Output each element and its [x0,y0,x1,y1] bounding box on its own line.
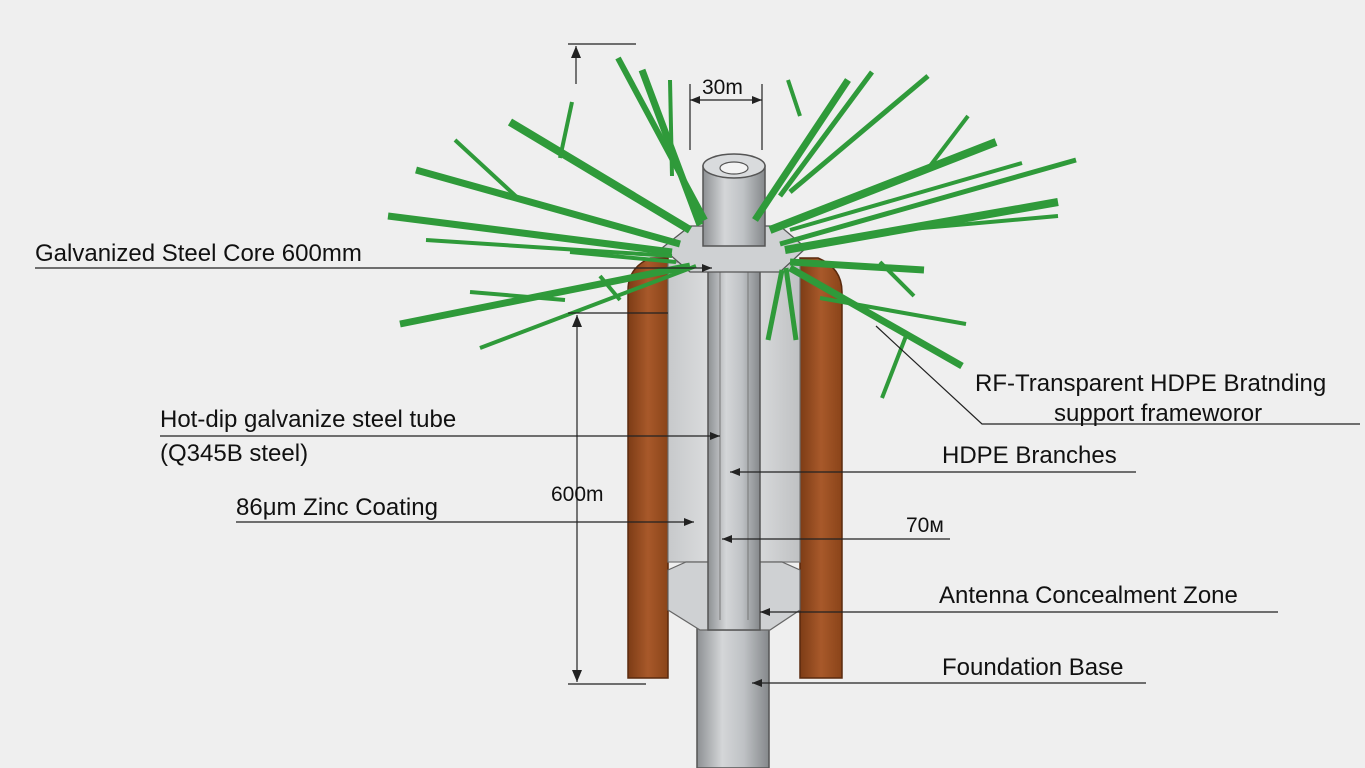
label-steel-grade: (Q345B steel) [160,440,309,467]
label-support-framework: support frameworor [1054,400,1263,427]
leader-lines [35,267,1360,684]
label-foundation-base: Foundation Base [942,654,1124,681]
bark-shell-right [799,257,843,679]
dimension-top-width: 30m [702,76,743,99]
label-antenna-zone: Antenna Concealment Zone [939,582,1238,609]
steel-tube [707,229,761,631]
label-zinc-coating: 86μm Zinc Coating [236,494,438,521]
label-galvanized-core: Galvanized Steel Core 600mm [35,240,362,267]
dimension-inner: 70м [906,514,944,537]
bark-shell-left [627,257,669,679]
leader-arrowheads [684,264,770,687]
label-hdpe-branches: HDPE Branches [942,442,1117,469]
dimension-height: 600m [551,483,604,506]
dimension-lines [568,43,763,685]
label-steel-tube: Hot-dip galvanize steel tube [160,406,457,433]
label-rf-transparent: RF-Transparent HDPE Bratnding [975,370,1327,397]
hdpe-branches [387,56,1077,399]
